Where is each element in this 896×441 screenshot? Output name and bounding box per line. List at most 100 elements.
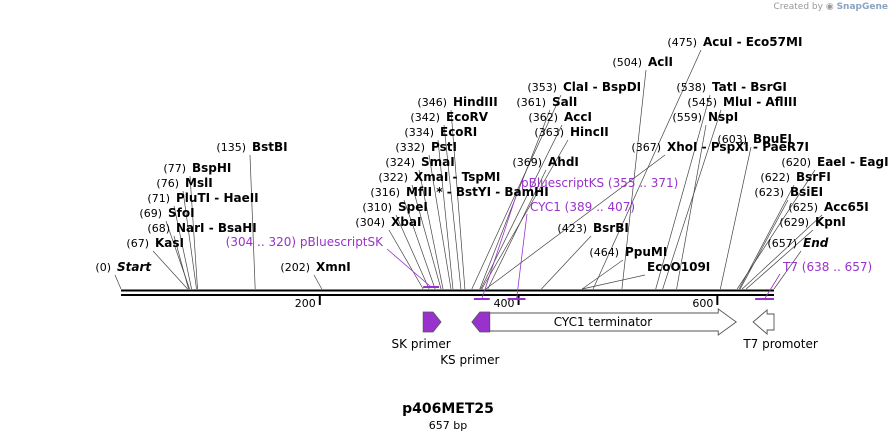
- leader-bsrfi: [738, 184, 795, 290]
- snapgene-logo-icon: ◉: [825, 2, 834, 12]
- site-labels: Start(0)KasI(67)NarI - BsaHI(68)SfoI(69)…: [95, 35, 888, 274]
- leader-spei: [395, 214, 430, 290]
- site-position-bsiei: (623): [754, 186, 784, 199]
- site-position-acci: (362): [528, 111, 558, 124]
- site-name-ahdi: AhdI: [548, 155, 579, 169]
- leader-sfoi: [165, 220, 190, 290]
- site-position-nari-bsahi: (68): [147, 222, 170, 235]
- site-name-bsphi: BspHI: [192, 161, 231, 175]
- site-position-smai: (324): [385, 156, 415, 169]
- site-position-acc65i: (625): [788, 201, 818, 214]
- site-name-xmai-tspmi: XmaI - TspMI: [414, 170, 500, 184]
- site-position-bsrbi: (423): [557, 222, 587, 235]
- site-name-pluti-haeii: PluTI - HaeII: [176, 191, 259, 205]
- site-name-bsiei: BsiEI: [790, 185, 823, 199]
- leader-acli: [621, 69, 647, 290]
- leader-pluti-haeii: [173, 205, 192, 290]
- site-name-ppumi: PpuMI: [625, 245, 667, 259]
- site-name-kasi: KasI: [155, 236, 184, 250]
- site-position-ppumi: (464): [589, 246, 619, 259]
- site-position-pluti-haeii: (71): [147, 192, 170, 205]
- site-position-sfoi: (69): [139, 207, 162, 220]
- site-name-bsrbi: BsrBI: [593, 221, 629, 235]
- site-position-bstbi: (135): [216, 141, 246, 154]
- site-position-xmai-tspmi: (322): [378, 171, 408, 184]
- site-name-spei: SpeI: [398, 200, 428, 214]
- site-position-clai-bspdi: (353): [527, 81, 557, 94]
- leader-acui-eco57mi: [592, 49, 702, 290]
- leader-ahdi: [487, 169, 547, 290]
- leader-ppumi: [581, 259, 624, 290]
- leader-acc65i: [741, 214, 823, 290]
- leader-start: [114, 274, 122, 290]
- leader-mlui-afliii: [662, 109, 722, 290]
- leader-end: [773, 250, 802, 290]
- site-position-start: (0): [95, 261, 111, 274]
- leader-kpni: [745, 229, 814, 290]
- site-position-acli: (504): [612, 56, 642, 69]
- site-position-mfii-bstyi-bamhi: (316): [370, 186, 400, 199]
- feature-leader-pbluescriptks: [481, 189, 519, 300]
- annotation-label-ks-primer: KS primer: [440, 353, 499, 367]
- leader-hincii: [481, 139, 569, 290]
- site-name-hincii: HincII: [570, 125, 609, 139]
- feature-label-cyc1: CYC1 (389 .. 407): [530, 200, 635, 214]
- site-name-acui-eco57mi: AcuI - Eco57MI: [703, 35, 802, 49]
- leader-nspi: [676, 124, 707, 290]
- site-position-sali: (361): [516, 96, 546, 109]
- leader-tati-bsrgi: [655, 94, 711, 290]
- site-position-kasi: (67): [126, 237, 149, 250]
- site-position-ecori: (334): [404, 126, 434, 139]
- leader-bsiei: [739, 199, 789, 290]
- site-position-psti: (332): [395, 141, 425, 154]
- site-position-end: (657): [767, 237, 797, 250]
- leader-eaei-eagi: [736, 169, 816, 290]
- site-name-nspi: NspI: [708, 110, 738, 124]
- leader-xmni: [313, 274, 323, 290]
- site-name-xmni: XmnI: [316, 260, 351, 274]
- leader-ecori: [437, 139, 454, 290]
- site-position-bsphi: (77): [163, 162, 186, 175]
- site-name-acci: AccI: [564, 110, 592, 124]
- site-name-smai: SmaI: [421, 155, 455, 169]
- leader-kasi: [152, 250, 188, 290]
- leader-bsrbi: [541, 235, 592, 290]
- site-name-ecoo109i: EcoO109I: [647, 260, 710, 274]
- site-position-xbai: (304): [355, 216, 385, 229]
- plasmid-name: p406MET25: [402, 401, 494, 417]
- site-position-acui-eco57mi: (475): [667, 36, 697, 49]
- site-position-spei: (310): [362, 201, 392, 214]
- credit-brand: SnapGene: [836, 2, 888, 12]
- feature-leader-t7: [764, 273, 781, 300]
- leader-clai-bspdi: [471, 94, 562, 290]
- site-name-bsrfi: BsrFI: [796, 170, 831, 184]
- annotation-label-cyc1-terminator: CYC1 terminator: [554, 315, 653, 329]
- leader-mfii-bstyi-bamhi: [403, 199, 436, 290]
- site-name-mlui-afliii: MluI - AflIII: [723, 95, 797, 109]
- site-name-clai-bspdi: ClaI - BspDI: [563, 80, 641, 94]
- ruler-tick-label: 200: [295, 297, 316, 310]
- leader-smai: [418, 169, 444, 290]
- site-position-xhoi-pspxi-paer7i: (367): [631, 141, 661, 154]
- leader-msli: [182, 190, 197, 290]
- snapgene-credit: Created by ◉ SnapGene: [773, 2, 888, 12]
- site-leader-lines: [114, 49, 823, 290]
- feature-leader-pbluescriptsk: [386, 248, 432, 288]
- site-position-nspi: (559): [672, 111, 702, 124]
- site-name-tati-bsrgi: TatI - BsrGI: [712, 80, 787, 94]
- site-position-hincii: (363): [534, 126, 564, 139]
- site-position-ahdi: (369): [512, 156, 542, 169]
- site-position-hindiii: (346): [417, 96, 447, 109]
- site-name-ecorv: EcoRV: [446, 110, 489, 124]
- site-position-ecorv: (342): [410, 111, 440, 124]
- annotation-t7-promoter: [752, 309, 775, 335]
- feature-marks: (304 .. 320) pBluescriptSKpBluescriptKS …: [226, 176, 872, 300]
- site-name-psti: PstI: [431, 140, 457, 154]
- site-name-bstbi: BstBI: [252, 140, 288, 154]
- leader-xbai: [388, 229, 424, 290]
- annotation-sk-primer: [422, 311, 442, 333]
- site-name-xbai: XbaI: [391, 215, 421, 229]
